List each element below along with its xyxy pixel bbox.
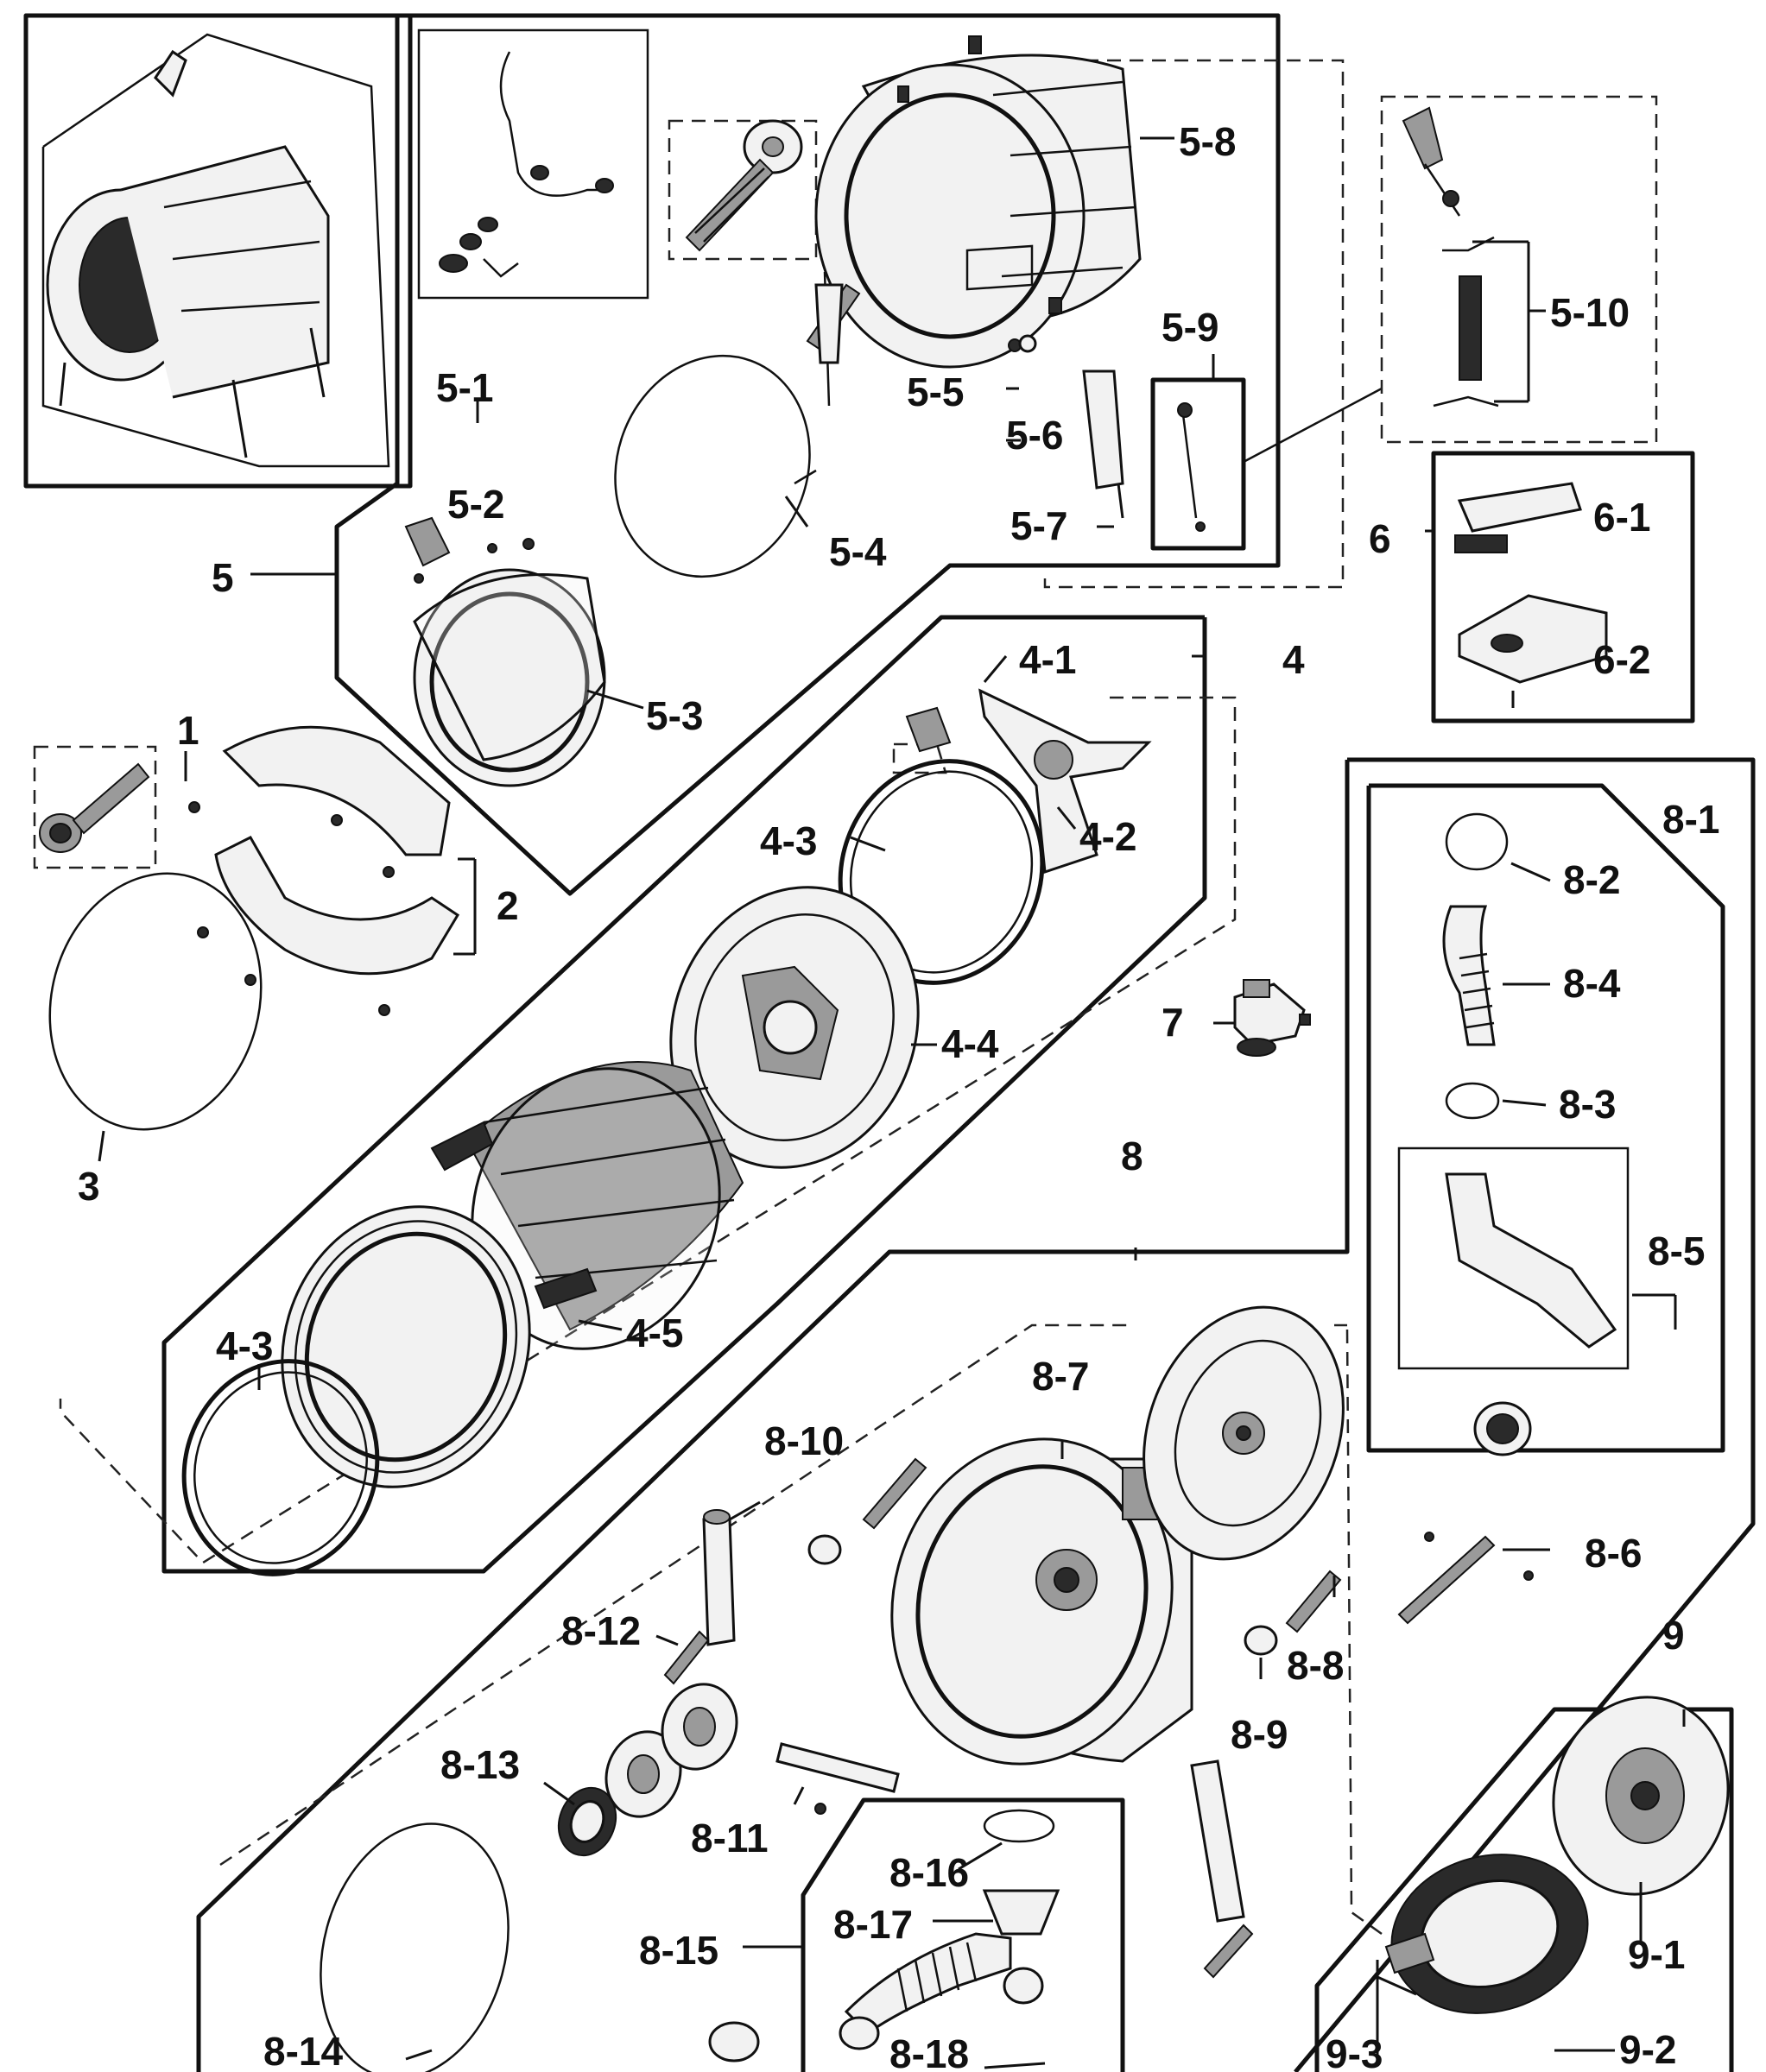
label-8-2: 8-2 [1563,857,1620,902]
label-8-18: 8-18 [889,2031,969,2072]
label-6: 6 [1369,516,1391,561]
pressure-switch-7 [1233,979,1311,1057]
hanger-spring-inset-5-10 [1380,95,1658,444]
label-2: 2 [497,883,519,928]
drum-rear-4-4 [669,886,920,1169]
label-4-4: 4-4 [941,1021,999,1066]
sensor-inset-5-9 [1150,377,1383,551]
balancer-2 [188,725,477,1016]
leader-lines [98,136,1686,2069]
label-8-5: 8-5 [1648,1229,1705,1273]
label-8-4: 8-4 [1563,961,1621,1006]
drum-seal-ring-4-3-lower [181,1359,380,1576]
label-8-17: 8-17 [833,1902,913,1947]
section-9-motor [1314,1696,1734,2072]
label-3: 3 [78,1164,100,1209]
balancer-bolt-inset [33,745,157,869]
tub-bolts-8-8 [807,1457,1342,1679]
label-8-16: 8-16 [889,1850,969,1895]
label-8-11: 8-11 [691,1816,769,1860]
label-8-15: 8-15 [639,1928,718,1973]
label-5-10: 5-10 [1550,290,1630,335]
label-5-9: 5-9 [1162,305,1218,350]
drum-body-4-5 [430,1061,744,1350]
label-1: 1 [177,708,199,753]
tub-front-half-5-3 [404,516,606,787]
label-4: 4 [1282,637,1305,682]
label-8-8: 8-8 [1287,1643,1344,1688]
tub-gasket-5-4 [614,354,811,578]
damper-8-10 [663,1509,736,1685]
drum-front [281,1205,531,1488]
label-5-8: 5-8 [1179,119,1236,164]
label-8-7: 8-7 [1032,1354,1089,1399]
label-8-12: 8-12 [561,1608,641,1653]
label-5-6: 5-6 [1006,413,1063,458]
label-8: 8 [1121,1134,1143,1178]
tub-bolt-inset [668,119,818,261]
label-5-1: 5-1 [436,365,493,410]
label-8-14: 8-14 [263,2029,343,2072]
sensor-8-6 [1397,1532,1534,1625]
label-7: 7 [1162,1000,1184,1045]
label-9-2: 9-2 [1619,2027,1676,2072]
label-4-5: 4-5 [626,1311,683,1355]
label-5-4: 5-4 [829,529,887,574]
drum-spider-4-2 [905,688,1152,875]
label-5: 5 [212,555,234,600]
label-6-1: 6-1 [1593,495,1650,540]
label-9: 9 [1662,1613,1685,1658]
gasket-8-14 [320,1822,510,2072]
damper-right [1190,1759,1254,1979]
section-8-frame [196,757,1756,2072]
label-4-3-upper: 4-3 [760,818,817,863]
label-8-10: 8-10 [764,1418,844,1463]
heater-section-6 [1431,451,1695,723]
label-5-7: 5-7 [1010,503,1067,548]
drain-bellows-inset-8-15 [708,1797,1125,2072]
label-8-3: 8-3 [1559,1082,1616,1127]
hose-kit-inset [417,28,649,300]
tub-rear-half-5-8 [814,35,1142,369]
motor-mount [1143,1305,1345,1561]
assembled-tub-overview-inset [23,13,413,489]
tub-dampers [794,271,1124,519]
label-4-3-lower: 4-3 [216,1323,273,1368]
label-5-2: 5-2 [447,482,504,527]
label-9-1: 9-1 [1628,1932,1685,1977]
label-5-5: 5-5 [907,370,964,414]
callout-labels: 5-8 5-9 5-10 5-5 5-6 5-7 5-1 5-2 5-4 5 5… [78,119,1719,2072]
label-8-1: 8-1 [1662,797,1719,842]
label-9-3: 9-3 [1326,2031,1383,2072]
bracket-8-11 [775,1742,900,1815]
label-5-3: 5-3 [646,693,703,738]
label-8-6: 8-6 [1585,1531,1642,1576]
drain-hose-inset-8-1 [1366,783,1725,1456]
label-8-13: 8-13 [440,1742,520,1787]
label-6-2: 6-2 [1593,637,1650,682]
balancer-ring-3 [48,872,263,1131]
label-4-2: 4-2 [1079,814,1136,859]
section-5-frame [334,13,1345,896]
label-4-1: 4-1 [1019,637,1076,682]
label-8-9: 8-9 [1231,1712,1288,1757]
